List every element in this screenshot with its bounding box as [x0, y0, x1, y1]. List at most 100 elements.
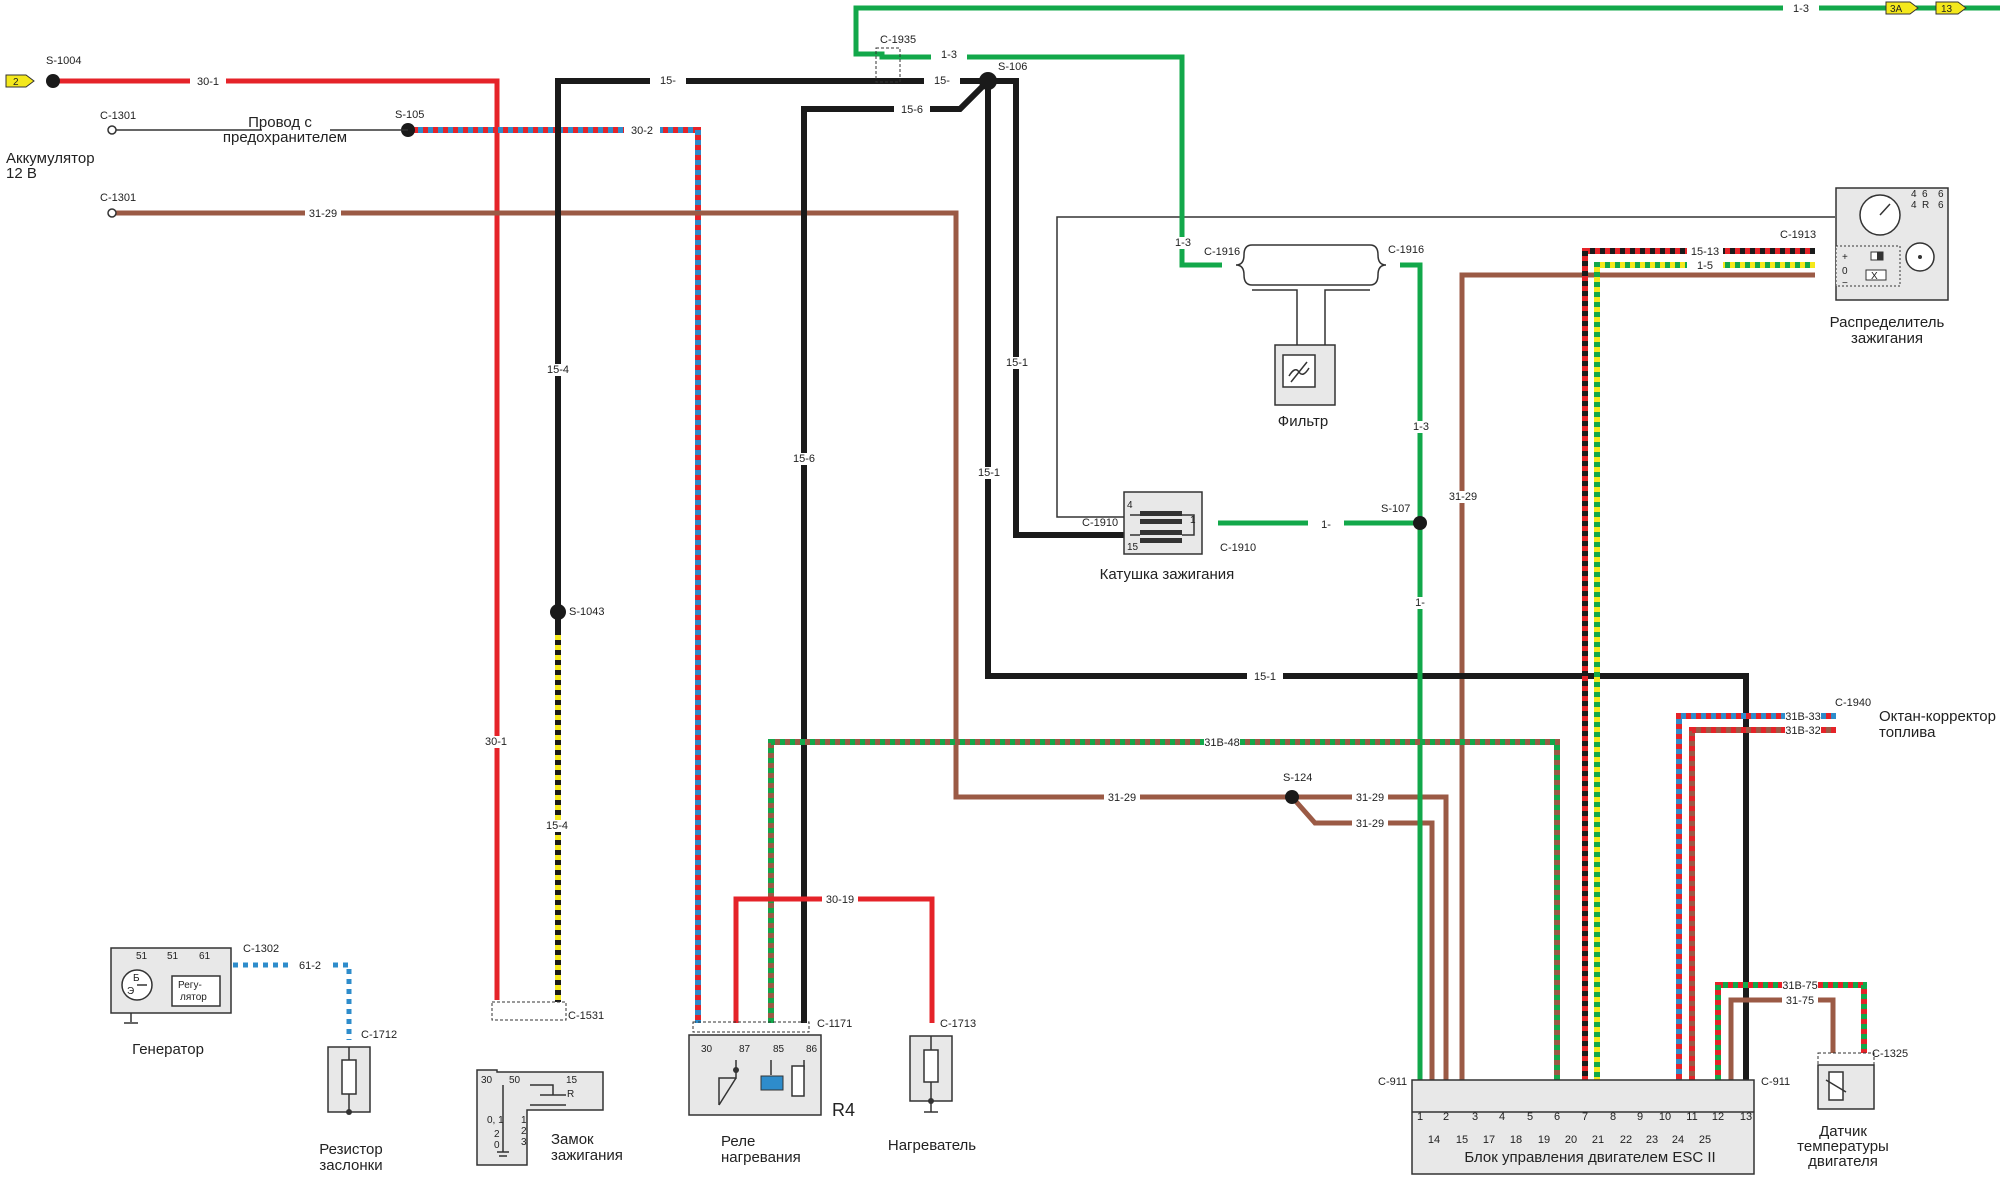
wire-31b-48 [768, 739, 1560, 1080]
ecu-pin-top-10: 10 [1659, 1111, 1671, 1123]
connector-s106: S-106 [998, 61, 1027, 73]
wire-label-1-3b: 1-3 [941, 49, 957, 61]
connector-c1910a: C-1910 [1082, 517, 1118, 529]
ecu-component [1411, 1079, 1755, 1175]
connector-c911b: C-911 [1761, 1076, 1790, 1088]
wire-30-19 [733, 896, 935, 1023]
wire-label-bg [999, 357, 1035, 369]
wire-label-1-a: 1- [1321, 519, 1331, 531]
wire-label-bg [1687, 246, 1723, 258]
ecu-pin-bottom-0: 14 [1428, 1134, 1440, 1146]
connector-c1531: C-1531 [568, 1010, 604, 1022]
dist-pin-c: 6 [1922, 189, 1928, 200]
connector-s107: S-107 [1381, 503, 1410, 515]
connector-c1325: C-1325 [1872, 1048, 1908, 1060]
wire-label-31-29c: 31-29 [1356, 792, 1384, 804]
ign-pos-3: 3 [521, 1137, 527, 1148]
connector-c911a: C-911 [1378, 1076, 1407, 1088]
ignition-coil-component: 4 1 15 [1123, 491, 1203, 555]
ref-flag-right-2: 13 [1935, 1, 1967, 15]
relay-pin-86: 86 [806, 1044, 818, 1055]
wire-31-29-distributor [1459, 272, 1815, 1080]
connector-c1935: C-1935 [880, 34, 916, 46]
label-layer: 30-130-130-231-2915-15-15-615-615-115-11… [6, 3, 1996, 1174]
wire-label-bg [1687, 260, 1723, 272]
ecu-pin-top-5: 5 [1527, 1111, 1533, 1123]
coil-pin-1: 1 [1190, 515, 1196, 526]
ecu-pin-top-4: 4 [1499, 1111, 1505, 1123]
wire-label-15-1b: 15-1 [978, 467, 1000, 479]
splice-s107 [1413, 516, 1427, 530]
wire-label-bg [650, 75, 686, 87]
connector-c1302: C-1302 [243, 943, 279, 955]
regulator-label-1: Регу- [178, 980, 202, 991]
ref-flag-right-1-text: 3A [1890, 4, 1903, 15]
wire-15-1-ecu [985, 81, 1749, 1080]
wire-label-bg [1782, 980, 1818, 992]
ecu-pin-bottom-9: 24 [1672, 1134, 1684, 1146]
coil-pin-4: 4 [1127, 500, 1133, 511]
ign-pin-15: 15 [566, 1075, 578, 1086]
wire-label-bg [478, 736, 514, 748]
coil-pin-15: 15 [1127, 542, 1139, 553]
component-label-temp_line2: температуры [1797, 1138, 1889, 1155]
component-label-octane_line2: топлива [1879, 724, 1936, 741]
wire-label-31-29b: 31-29 [1108, 792, 1136, 804]
wire-label-bg [1445, 491, 1481, 503]
wire-label-15-b: 15- [934, 75, 950, 87]
wire-1-5 [1594, 262, 1815, 1080]
ecu-pin-bottom-1: 15 [1456, 1134, 1468, 1146]
wire-label-31-75: 31-75 [1786, 995, 1814, 1007]
connector-c1913: C-1913 [1780, 229, 1816, 241]
connector-c1713: C-1713 [940, 1018, 976, 1030]
dist-pin-e: 6 [1938, 200, 1944, 211]
wire-31-29-ecu-b [1290, 795, 1435, 1080]
ecu-pin-bottom-6: 21 [1592, 1134, 1604, 1146]
ref-flag-left: 2 [5, 74, 35, 88]
wire-label-bg [305, 208, 341, 220]
ign-pin-50: 50 [509, 1075, 521, 1086]
filter-component [1235, 244, 1387, 406]
connector-c1916b: C-1916 [1388, 244, 1424, 256]
regulator-label-2: лятор [180, 992, 207, 1003]
ign-pos-2: 2 [494, 1129, 500, 1140]
temp-sensor-component [1817, 1052, 1875, 1110]
wire-label-15-4: 15-4 [547, 364, 569, 376]
wire-label-31-29e: 31-29 [1449, 491, 1477, 503]
ecu-pin-top-3: 3 [1472, 1111, 1478, 1123]
component-label-ignition_line2: зажигания [551, 1147, 623, 1164]
ign-pos-2b: 2 [521, 1126, 527, 1137]
terminal-c1301-a [107, 125, 117, 135]
component-label-temp_line3: двигателя [1808, 1153, 1878, 1170]
component-label-battery_line1: Аккумулятор [6, 150, 95, 167]
connector-c1935 [875, 47, 901, 83]
ign-pos-1: 1 [521, 1115, 527, 1126]
wire-label-31B-33: 31B-33 [1785, 711, 1820, 723]
ecu-pin-bottom-8: 23 [1646, 1134, 1658, 1146]
wire-label-bg [1785, 711, 1821, 723]
component-label-temp_line1: Датчик [1819, 1123, 1867, 1140]
ecu-pin-top-2: 2 [1443, 1111, 1449, 1123]
relay-pin-30: 30 [701, 1044, 713, 1055]
gen-b-label: Б [133, 973, 140, 984]
wire-label-bg [786, 453, 822, 465]
component-label-fuse_wire_line1: Провод с [248, 114, 312, 131]
dist-pin-plus: + [1842, 252, 1848, 263]
component-label-resistor_line1: Резистор [319, 1141, 383, 1158]
wire-label-bg [931, 49, 967, 61]
component-label-relay_line1: Реле [721, 1133, 755, 1150]
ref-flag-right-1: 3A [1885, 1, 1919, 15]
wire-label-31-29d: 31-29 [1356, 818, 1384, 830]
wire-label-bg [1204, 737, 1240, 749]
connector-s124: S-124 [1283, 772, 1312, 784]
wire-label-bg [1352, 818, 1388, 830]
component-label-filter: Фильтр [1278, 413, 1328, 430]
component-label-distributor_line2: зажигания [1851, 330, 1923, 347]
splice-s1043 [550, 604, 566, 620]
wire-label-30-19: 30-19 [826, 894, 854, 906]
wire-label-bg [1403, 421, 1439, 433]
wire-label-15-13: 15-13 [1691, 246, 1719, 258]
dist-pin-0: 0 [1842, 266, 1848, 277]
gen-pin-51b: 51 [167, 951, 179, 962]
wire-label-bg [1308, 519, 1344, 531]
